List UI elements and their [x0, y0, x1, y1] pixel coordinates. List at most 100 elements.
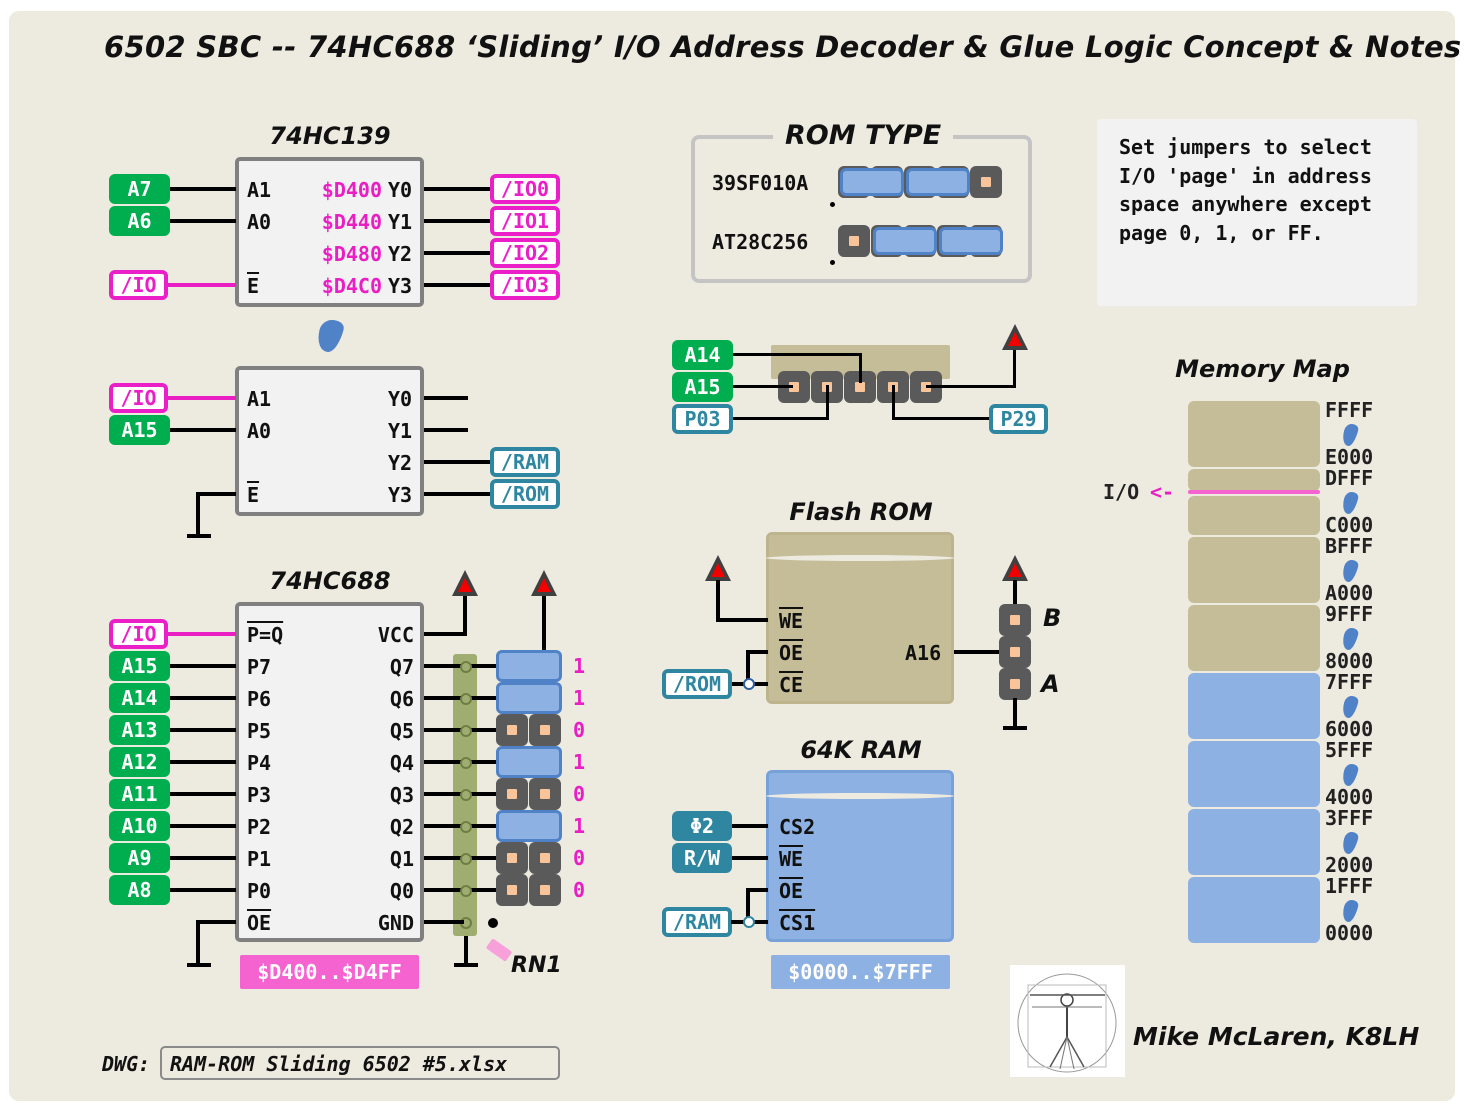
signal-tag-io0: /IO0 [490, 174, 560, 204]
header-pin[interactable] [496, 874, 528, 906]
header-pin[interactable] [838, 225, 870, 257]
vcc-arrow-icon [1002, 324, 1028, 350]
wire [170, 728, 236, 732]
ram-range-badge: $0000..$7FFF [771, 955, 950, 989]
jumper-shunt-bit-2[interactable] [496, 810, 562, 842]
signal-tag-io: /IO [109, 619, 168, 649]
signal-tag-a15: A15 [672, 372, 733, 402]
header-pin[interactable] [529, 714, 561, 746]
pin-y1: Y1 [388, 419, 413, 443]
header-pin[interactable] [496, 714, 528, 746]
header-pin[interactable] [496, 778, 528, 810]
signal-tag-rom: /ROM [490, 479, 560, 509]
address-label-bottom: 2000 [1325, 853, 1374, 877]
address-label-top: BFFF [1325, 534, 1374, 558]
jumper-label-b: B [1043, 604, 1062, 632]
rom-type-box [691, 135, 1032, 283]
pin-y0: Y0 [388, 387, 413, 411]
pin-p1: P1 [247, 847, 272, 871]
wire [424, 460, 491, 464]
pin-a1: A1 [247, 387, 272, 411]
signal-tag-io: /IO [109, 383, 168, 413]
decoder-139a-chip [235, 157, 424, 307]
jumper-shunt-at28c256[interactable] [939, 227, 1003, 255]
memory-block-7fff [1188, 673, 1320, 739]
signal-tag-io1: /IO1 [490, 206, 560, 236]
jumper-shunt-bit-6[interactable] [496, 682, 562, 714]
wire [954, 650, 1016, 654]
pin-y0: Y0 [388, 178, 413, 202]
header-pin-b[interactable] [999, 604, 1031, 636]
bit-value-4: 1 [573, 750, 586, 774]
pin-oe: OE [247, 911, 272, 935]
wire [424, 219, 491, 223]
wire [196, 920, 200, 964]
address-label-top: DFFF [1325, 466, 1374, 490]
vcc-arrow-icon [1002, 555, 1028, 581]
wire [170, 428, 236, 432]
wire [168, 396, 236, 400]
decoder-139b-chip [235, 366, 424, 516]
pin-cs2: CS2 [779, 815, 816, 839]
header-pin[interactable] [496, 842, 528, 874]
header-pin-a[interactable] [999, 668, 1031, 700]
signal-tag-a10: A10 [109, 811, 170, 841]
jumper-shunt-39sf010a[interactable] [906, 168, 970, 196]
wire [170, 664, 236, 668]
signal-tag-ram: /RAM [490, 447, 560, 477]
header-pin-contact [507, 725, 517, 735]
header-pin-contact [789, 382, 799, 392]
resistor-node [460, 757, 472, 769]
ground-symbol [454, 963, 478, 967]
pin-enable: E [247, 483, 260, 507]
bit-value-2: 1 [573, 814, 586, 838]
signal-tag-p29: P29 [989, 404, 1048, 434]
dwg-file-box: RAM-ROM Sliding 6502 #5.xlsx [160, 1046, 560, 1080]
pin-q7: Q7 [389, 655, 414, 679]
pin-we: WE [779, 609, 804, 633]
wire [1013, 348, 1016, 388]
pin-q0: Q0 [389, 879, 414, 903]
address-label-bottom: E000 [1325, 445, 1374, 469]
pin-oe: OE [779, 641, 804, 665]
jumper-label-a: A [1041, 670, 1060, 698]
wire [892, 385, 895, 420]
memory-block-bfff [1188, 537, 1320, 603]
wire [746, 650, 750, 682]
signal-tag-a15: A15 [109, 651, 170, 681]
jumper-shunt-at28c256[interactable] [873, 227, 937, 255]
pin-y2: Y2 [388, 451, 413, 475]
header-pin[interactable] [529, 778, 561, 810]
header-pin[interactable] [529, 874, 561, 906]
header-pin-contact [540, 853, 550, 863]
signal-tag-a12: A12 [109, 747, 170, 777]
jumper-shunt-bit-4[interactable] [496, 746, 562, 778]
resistor-node [460, 885, 472, 897]
memory-block-ffff [1188, 401, 1320, 467]
wire [424, 251, 491, 255]
wire [1013, 698, 1017, 728]
pin-vcc: VCC [377, 623, 414, 647]
rom-option-39sf010a: 39SF010A [712, 171, 809, 195]
address-label-top: 1FFF [1325, 874, 1374, 898]
wire [424, 632, 467, 636]
header-pin[interactable] [970, 166, 1002, 198]
signal-tag-a15: A15 [109, 415, 170, 445]
header-pin[interactable] [529, 842, 561, 874]
wire [170, 856, 236, 860]
rom-type-title: ROM TYPE [773, 120, 954, 151]
ground-symbol [187, 534, 211, 538]
jumper-shunt-39sf010a[interactable] [840, 168, 904, 196]
signal-tag-io: /IO [109, 270, 168, 300]
header-pin-common[interactable] [999, 636, 1031, 668]
memory-block-1fff [1188, 877, 1320, 943]
signal-tag-io2: /IO2 [490, 238, 560, 268]
vcc-arrow-icon [705, 555, 731, 581]
wire [926, 385, 1016, 388]
wire [542, 596, 546, 656]
pin-q5: Q5 [389, 719, 414, 743]
header-pin-contact [540, 789, 550, 799]
wire [170, 824, 236, 828]
jumper-shunt-bit-7[interactable] [496, 650, 562, 682]
pin-cs1: CS1 [779, 911, 816, 935]
